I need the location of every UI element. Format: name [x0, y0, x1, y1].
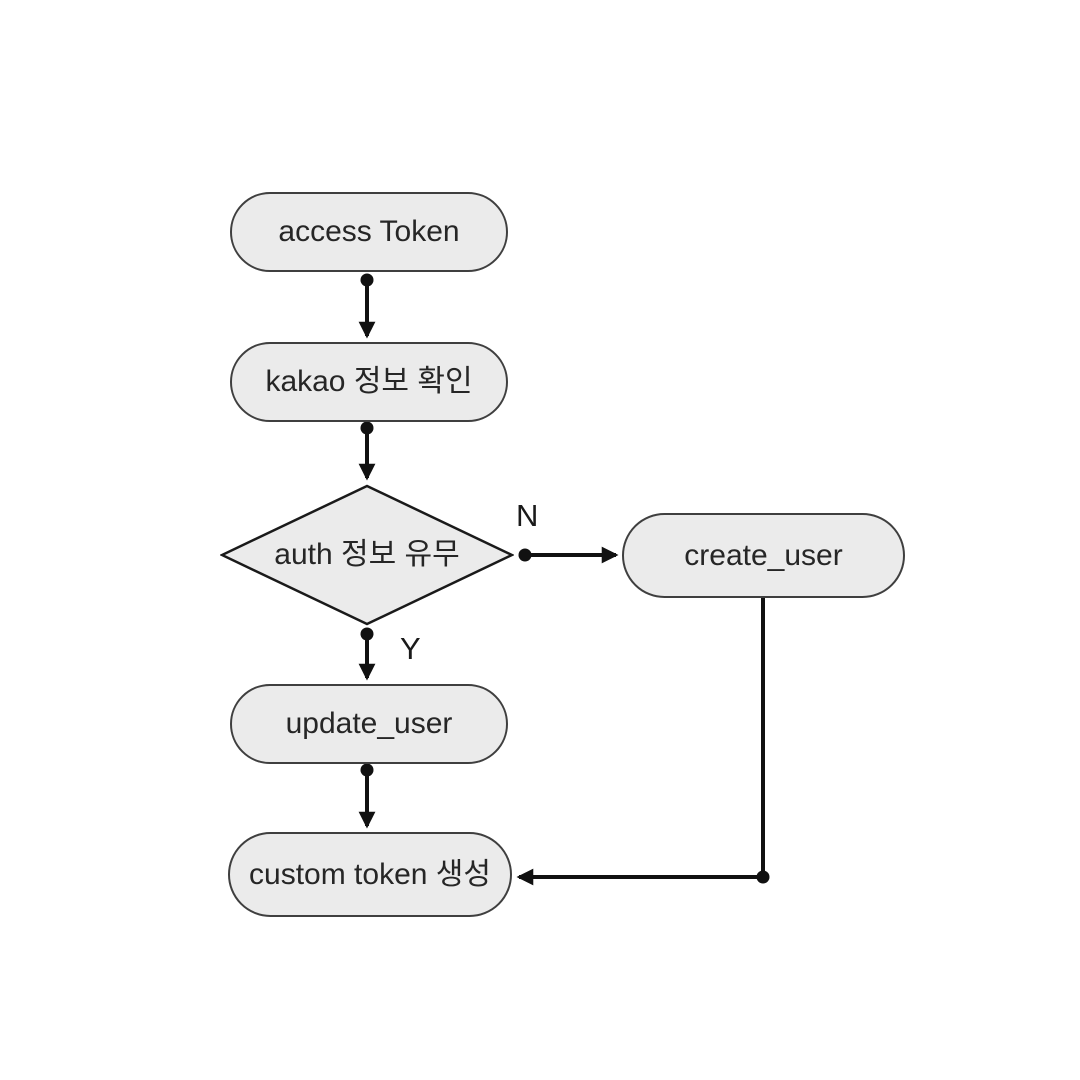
connector-dot: [360, 273, 374, 287]
node-create-user-label: create_user: [684, 538, 843, 572]
node-access-token: access Token: [230, 192, 508, 272]
edge-label-yes-branch: Y: [400, 631, 421, 666]
connector-dot: [360, 763, 374, 777]
connector-dot: [360, 627, 374, 641]
node-kakao-info-check-label: kakao 정보 확인: [265, 365, 473, 398]
node-auth-info-decision-label: auth 정보 유무: [274, 538, 460, 571]
node-update-user: update_user: [230, 684, 508, 764]
node-update-user-label: update_user: [285, 707, 453, 740]
node-access-token-label: access Token: [278, 215, 460, 248]
connector-dot: [518, 548, 532, 562]
connector-dot: [360, 421, 374, 435]
node-auth-info-decision: auth 정보 유무: [220, 484, 514, 626]
edge-label-no-branch: N: [516, 498, 539, 533]
connector-dot: [756, 870, 770, 884]
node-custom-token-generate: custom token 생성: [228, 832, 512, 917]
decision-diamond-shape: [220, 484, 514, 626]
decision-diamond-polygon: [220, 484, 514, 626]
node-create-user: create_user: [622, 513, 905, 598]
node-kakao-info-check: kakao 정보 확인: [230, 342, 508, 422]
node-custom-token-generate-label: custom token 생성: [249, 857, 491, 891]
